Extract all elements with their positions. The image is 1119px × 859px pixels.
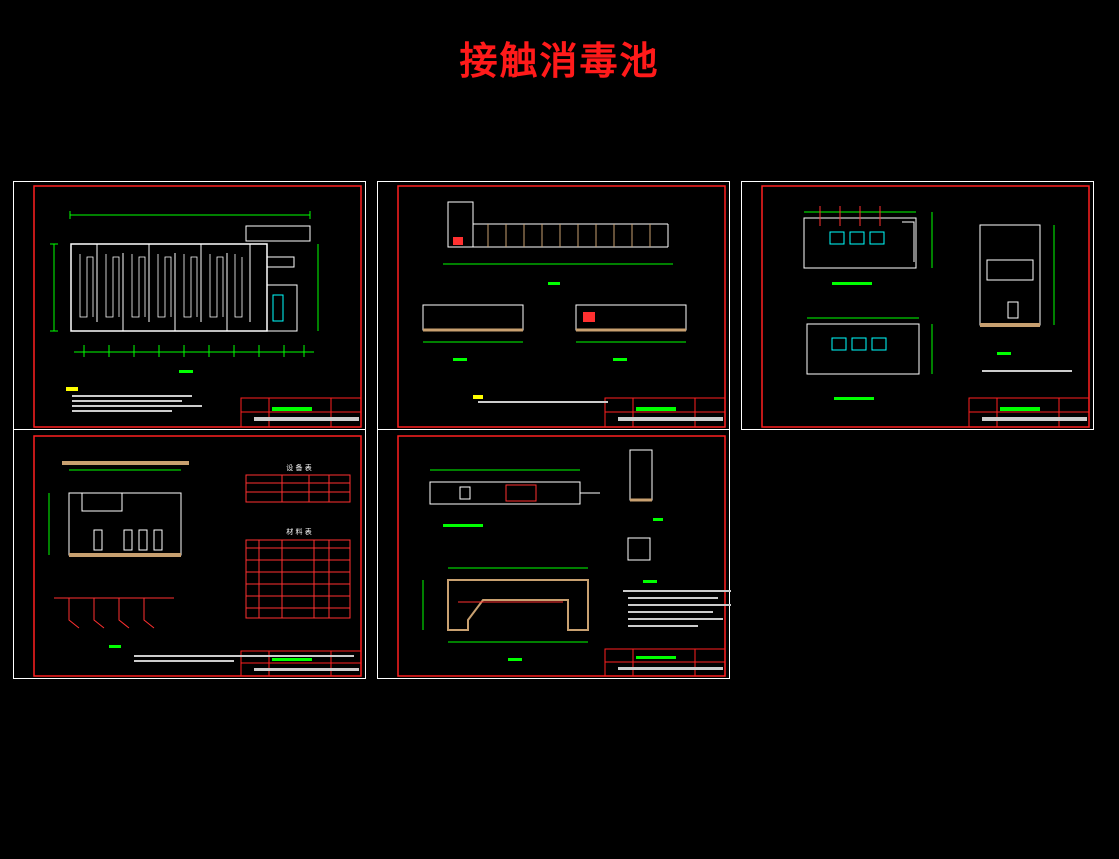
sheet-3-drawing [761,185,1090,428]
sheet-4-section-tables: 设 备 表 材 料 表 [13,429,366,679]
drawing-set-title: 接触消毒池 [459,38,660,83]
sheet-1-drawing [33,185,362,428]
sheet-5-drawing [397,435,731,677]
sheet-1-plan [13,181,366,430]
sheet-4-drawing: 设 备 表 材 料 表 [33,435,362,677]
sheet-5-details [377,429,731,679]
sheet-2-drawing [397,185,726,428]
sheet-2-sections [377,181,730,430]
equipment-table-title: 设 备 表 [286,463,311,472]
materials-table-title: 材 料 表 [286,527,311,536]
sheet-3-pump-house [741,181,1094,430]
